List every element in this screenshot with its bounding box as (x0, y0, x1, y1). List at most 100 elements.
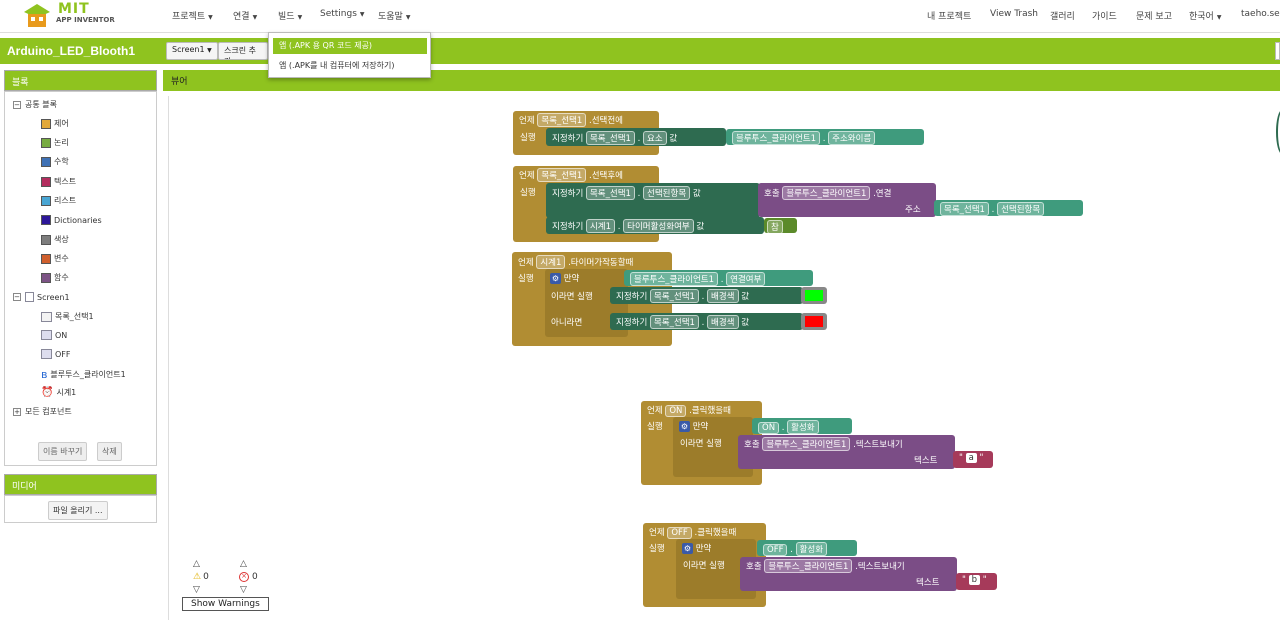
component-dropdown[interactable]: 목록_선택1 (585, 131, 635, 145)
property-dropdown[interactable]: 배경색 (707, 289, 739, 303)
nav-guide[interactable]: 가이드 (1092, 12, 1117, 22)
boolean-dropdown[interactable]: 참 (767, 220, 783, 234)
property-dropdown[interactable]: 배경색 (707, 315, 739, 329)
category-math[interactable]: 수학 (41, 156, 69, 167)
component-off[interactable]: OFF (41, 349, 71, 359)
nav-settings[interactable]: Settings▼ (320, 9, 365, 19)
tree-builtin-label: 공통 블록 (25, 100, 57, 109)
nav-connect[interactable]: 연결▼ (233, 9, 257, 22)
component-dropdown[interactable]: 블루투스_클라이언트1 (630, 272, 719, 286)
add-screen-button[interactable]: 스크린 추가 (218, 42, 268, 60)
call-block-send-text[interactable] (738, 435, 955, 469)
property-dropdown[interactable]: 활성화 (787, 420, 819, 434)
collapse-icon[interactable]: − (13, 293, 21, 301)
nav-my-projects[interactable]: 내 프로젝트 (927, 12, 972, 22)
component-dropdown[interactable]: 목록_선택1 (649, 315, 699, 329)
delete-button[interactable]: 삭제 (97, 442, 122, 461)
setter-block[interactable] (610, 287, 803, 304)
property-dropdown[interactable]: 연결여부 (726, 272, 766, 286)
category-procedures[interactable]: 함수 (41, 272, 69, 283)
rename-button[interactable]: 이름 바꾸기 (38, 442, 88, 461)
property-dropdown[interactable]: 선택된항목 (643, 186, 691, 200)
nav-report[interactable]: 문제 보고 (1136, 12, 1172, 22)
getter-block[interactable] (934, 200, 1083, 216)
gear-icon[interactable]: ⚙ (679, 421, 690, 432)
property-dropdown[interactable]: 타이머활성화여부 (623, 219, 694, 233)
component-dropdown[interactable]: 목록_선택1 (585, 186, 635, 200)
call-block-connect[interactable] (758, 183, 936, 217)
tree-screen1[interactable]: −Screen1 (13, 292, 70, 302)
category-colors[interactable]: 색상 (41, 234, 69, 245)
setter-block[interactable] (546, 183, 760, 218)
nav-gallery[interactable]: 갤러리 (1050, 12, 1075, 22)
call-block-send-text[interactable] (740, 557, 957, 591)
setter-block[interactable] (610, 313, 803, 330)
component-dropdown[interactable]: 목록_선택1 (537, 168, 587, 182)
text-value[interactable]: a (965, 453, 977, 463)
component-dropdown[interactable]: 시계1 (536, 255, 566, 269)
category-dictionaries[interactable]: Dictionaries (41, 215, 102, 225)
property-dropdown[interactable]: 요소 (643, 131, 667, 145)
expand-icon[interactable]: + (13, 407, 21, 416)
property-dropdown[interactable]: 활성화 (795, 542, 828, 556)
menu-item-apk-save[interactable]: 앱 (.APK를 내 컴퓨터에 저장하기) (279, 61, 395, 70)
nav-view-trash[interactable]: View Trash (990, 9, 1039, 19)
getter-block[interactable] (624, 270, 813, 286)
kw-do: 실행 (649, 544, 665, 554)
collapse-icon[interactable]: − (13, 100, 21, 109)
component-dropdown[interactable]: 블루투스_클라이언트1 (732, 131, 821, 145)
error-prev-icon[interactable]: △ (240, 559, 247, 569)
component-clock[interactable]: ⏰시계1 (41, 387, 76, 398)
upload-file-button[interactable]: 파일 올리기 ... (48, 501, 108, 520)
nav-language[interactable]: 한국어▼ (1189, 9, 1221, 22)
designer-button[interactable] (1275, 42, 1280, 60)
component-dropdown[interactable]: 목록_선택1 (537, 113, 587, 127)
component-dropdown[interactable]: OFF (763, 544, 788, 556)
show-warnings-button[interactable]: Show Warnings (182, 597, 269, 611)
nav-projects[interactable]: 프로젝트▼ (172, 9, 213, 22)
category-label: 색상 (54, 235, 69, 244)
component-dropdown[interactable]: 블루투스_클라이언트1 (762, 437, 851, 451)
component-dropdown[interactable]: 목록_선택1 (649, 289, 699, 303)
boolean-block[interactable] (764, 218, 797, 233)
error-next-icon[interactable]: ▽ (240, 585, 247, 595)
setter-block[interactable] (546, 128, 726, 146)
gear-icon[interactable]: ⚙ (550, 273, 561, 284)
component-dropdown[interactable]: 블루투스_클라이언트1 (782, 186, 871, 200)
category-color-swatch (41, 176, 51, 187)
component-dropdown[interactable]: ON (665, 405, 687, 417)
property-dropdown[interactable]: 선택된항목 (997, 202, 1045, 216)
nav-user[interactable]: taeho.seo (1241, 9, 1280, 19)
category-lists[interactable]: 리스트 (41, 195, 76, 206)
screen-select-button[interactable]: Screen1 ▼ (166, 42, 218, 60)
component-dropdown[interactable]: 목록_선택1 (940, 202, 989, 216)
nav-help[interactable]: 도움말▼ (378, 9, 410, 22)
category-color-swatch (41, 215, 51, 225)
component-dropdown[interactable]: 시계1 (585, 219, 616, 233)
kw-if: 만약 (692, 422, 709, 432)
property-dropdown[interactable]: 주소와이름 (828, 131, 876, 145)
category-control[interactable]: 제어 (41, 118, 69, 129)
tree-builtin[interactable]: −공통 블록 (13, 99, 57, 110)
menu-item-apk-qr[interactable]: 앱 (.APK 용 QR 코드 제공) (273, 38, 427, 54)
warning-next-icon[interactable]: ▽ (193, 585, 200, 595)
category-label: 수학 (54, 157, 69, 166)
category-logic[interactable]: 논리 (41, 137, 69, 148)
setter-block[interactable] (546, 217, 764, 234)
component-dropdown[interactable]: OFF (667, 527, 692, 539)
category-variables[interactable]: 변수 (41, 253, 69, 264)
app-inventor-logo-icon[interactable] (22, 2, 52, 30)
component-listpicker[interactable]: 목록_선택1 (41, 311, 94, 322)
component-dropdown[interactable]: 블루투스_클라이언트1 (764, 559, 853, 573)
tree-any-component[interactable]: +모든 컴포넌트 (13, 406, 72, 417)
nav-build[interactable]: 빌드▼ (278, 9, 302, 22)
category-text[interactable]: 텍스트 (41, 176, 76, 187)
kw-set: 지정하기 (616, 292, 648, 302)
gear-icon[interactable]: ⚙ (682, 543, 693, 554)
warning-prev-icon[interactable]: △ (193, 559, 200, 569)
text-value[interactable]: b (968, 575, 981, 585)
component-dropdown[interactable]: ON (758, 422, 780, 434)
component-on[interactable]: ON (41, 330, 67, 340)
arg-label: 주소 (905, 205, 921, 215)
